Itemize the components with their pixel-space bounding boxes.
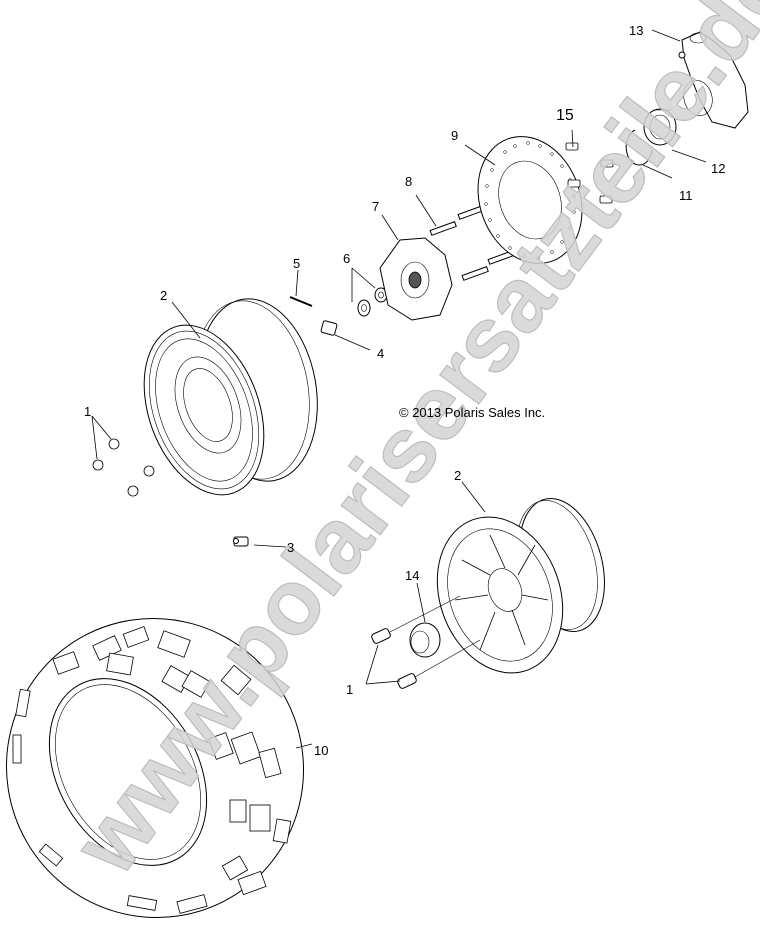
callout-9: 9: [451, 128, 458, 143]
callout-2-steel: 2: [160, 288, 167, 303]
callout-13: 13: [629, 23, 643, 38]
callout-14: 14: [405, 568, 419, 583]
hub-illustration: [289, 205, 515, 336]
callout-15: 15: [556, 107, 574, 124]
callout-7: 7: [372, 199, 379, 214]
callout-4: 4: [377, 346, 384, 361]
leader-lines: [91, 29, 707, 749]
callout-11: 11: [679, 188, 693, 203]
steel-wheel-illustration: [92, 298, 318, 497]
callout-3: 3: [287, 540, 294, 555]
callout-1-cast: 1: [346, 682, 353, 697]
callout-8: 8: [405, 174, 412, 189]
bearing-illustration: [625, 108, 677, 166]
tire-illustration: [5, 617, 305, 919]
callout-5: 5: [293, 256, 300, 271]
callout-12: 12: [711, 161, 725, 176]
callout-1-steel: 1: [84, 404, 91, 419]
valve-stem-illustration: [233, 536, 249, 547]
cast-wheel-illustration: [371, 498, 605, 689]
callout-2-cast: 2: [454, 468, 461, 483]
copyright-notice: © 2013 Polaris Sales Inc.: [399, 405, 545, 420]
callout-6: 6: [343, 251, 350, 266]
callout-10: 10: [314, 743, 328, 758]
brake-disc-screws-illustration: [565, 142, 614, 204]
steering-knuckle-illustration: [678, 31, 749, 129]
